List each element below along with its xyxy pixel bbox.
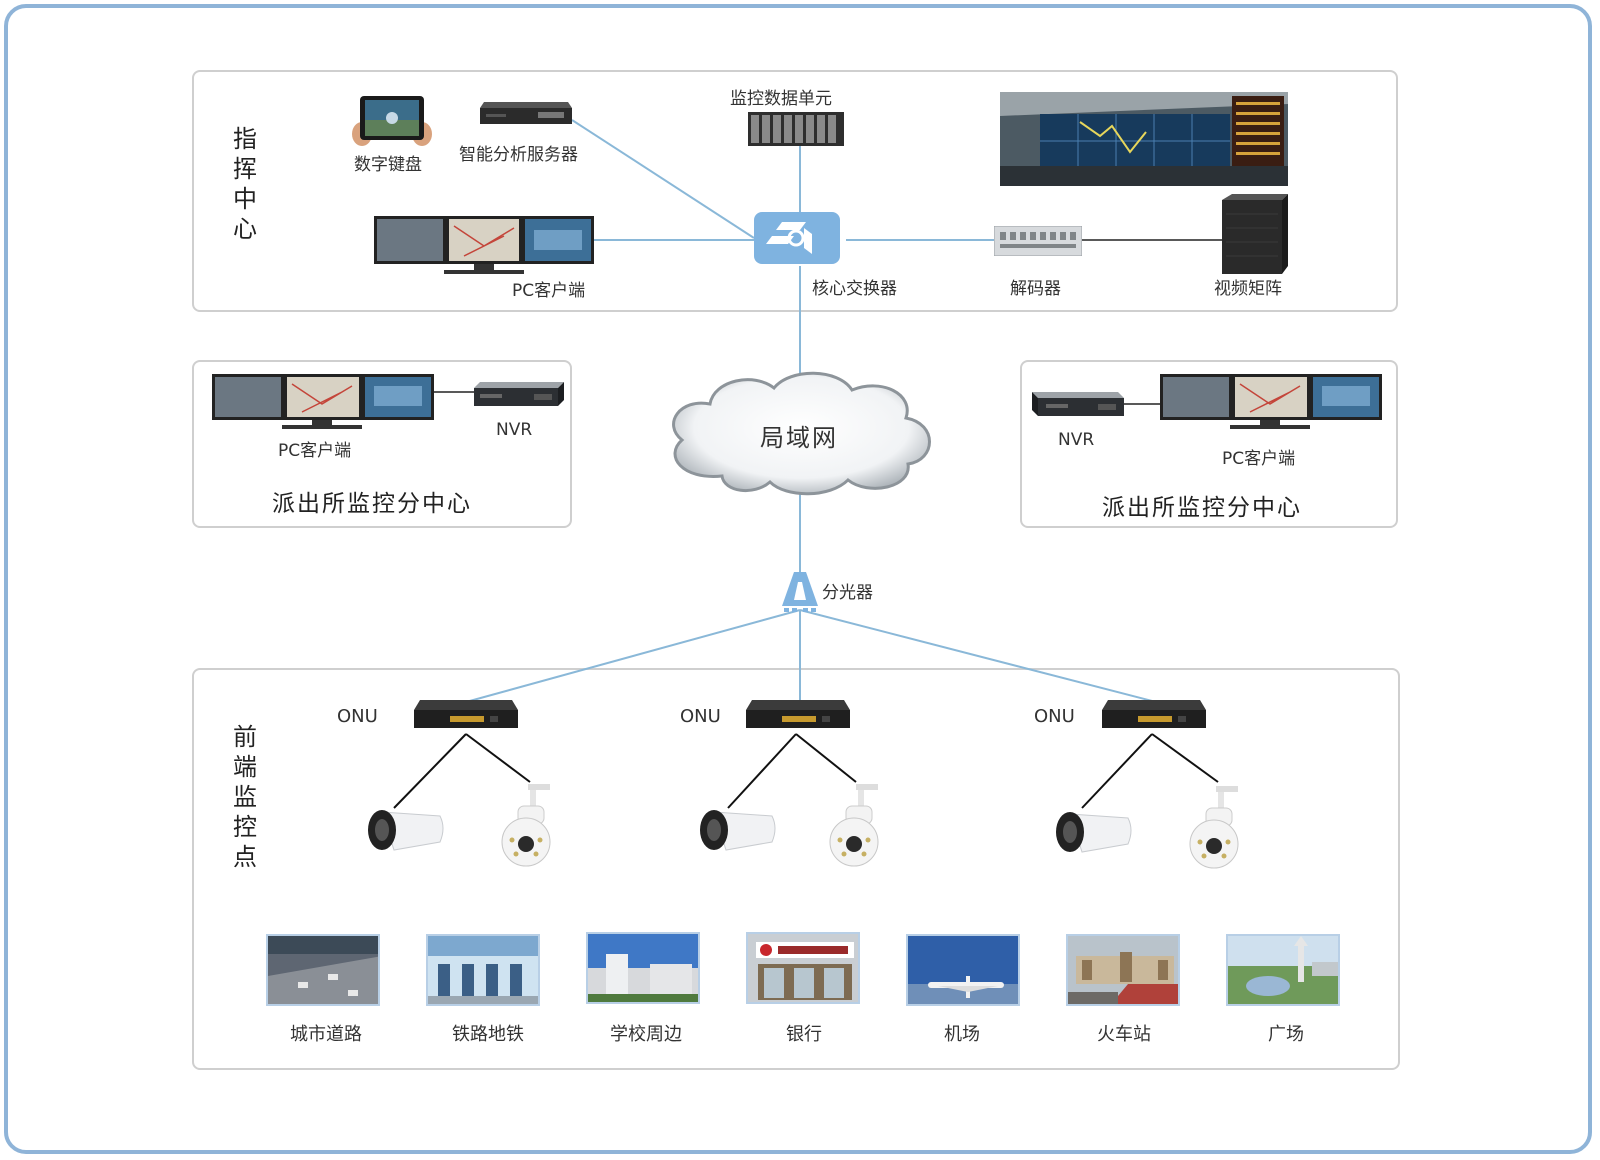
location-label: 银行 (786, 1024, 822, 1045)
splitter-icon (782, 572, 818, 612)
railway-metro-photo (426, 934, 540, 1006)
bullet-camera-icon (700, 810, 776, 851)
sub-center-title: 派出所监控分中心 (1102, 495, 1302, 521)
lan-label: 局域网 (760, 424, 838, 452)
location-label: 机场 (944, 1024, 980, 1045)
bank-photo (746, 932, 860, 1004)
location-label: 学校周边 (610, 1024, 682, 1045)
data-unit-label: 监控数据单元 (730, 89, 832, 109)
pc-client-monitors-icon (1160, 374, 1382, 429)
decoder-label: 解码器 (1010, 279, 1061, 299)
dome-camera-icon (1189, 786, 1239, 869)
onu-device-icon (414, 700, 518, 728)
onu-label: ONU (337, 706, 378, 727)
bullet-camera-icon (368, 810, 444, 851)
pc-client-label: PC客户端 (278, 441, 352, 461)
pc-client-label: PC客户端 (1222, 449, 1296, 469)
analysis-server-icon (480, 102, 572, 124)
core-switch-label: 核心交换器 (812, 279, 897, 299)
decoder-icon (994, 226, 1082, 256)
school-area-photo (586, 932, 700, 1004)
outer-frame (4, 4, 1592, 1154)
onu-device-icon (746, 700, 850, 728)
location-label: 广场 (1268, 1024, 1304, 1045)
pc-client-label: PC客户端 (512, 281, 586, 301)
location-label: 铁路地铁 (452, 1024, 524, 1045)
dome-camera-icon (829, 784, 879, 867)
video-matrix-label: 视频矩阵 (1214, 279, 1282, 299)
nvr-icon (1032, 392, 1124, 416)
airport-photo (906, 934, 1020, 1006)
storage-array-icon (748, 112, 844, 146)
lan-cloud-icon (672, 371, 931, 496)
video-wall-icon (1000, 92, 1288, 186)
onu-label: ONU (680, 706, 721, 727)
sub-center-title: 派出所监控分中心 (272, 491, 472, 517)
front-end-title: 前端监控点 (233, 723, 257, 871)
video-matrix-icon (1222, 194, 1288, 274)
dome-camera-icon (501, 784, 551, 867)
pc-client-monitors-icon (212, 374, 434, 429)
analysis-server-label: 智能分析服务器 (459, 145, 578, 165)
train-station-photo (1066, 934, 1180, 1006)
bullet-camera-icon (1056, 812, 1132, 853)
nvr-label: NVR (1058, 430, 1095, 450)
onu-device-icon (1102, 700, 1206, 728)
nvr-icon (474, 382, 564, 406)
onu-label: ONU (1034, 706, 1075, 727)
location-label: 城市道路 (290, 1024, 362, 1045)
splitter-label: 分光器 (822, 583, 873, 603)
location-label: 火车站 (1097, 1024, 1151, 1045)
plaza-photo (1226, 934, 1340, 1006)
nvr-label: NVR (496, 420, 533, 440)
core-switch-icon (754, 212, 840, 264)
tablet-icon (352, 96, 432, 146)
command-center-title: 指挥中心 (233, 125, 257, 243)
keyboard-label: 数字键盘 (354, 155, 422, 175)
city-road-photo (266, 934, 380, 1006)
pc-client-monitors-icon (374, 216, 594, 274)
